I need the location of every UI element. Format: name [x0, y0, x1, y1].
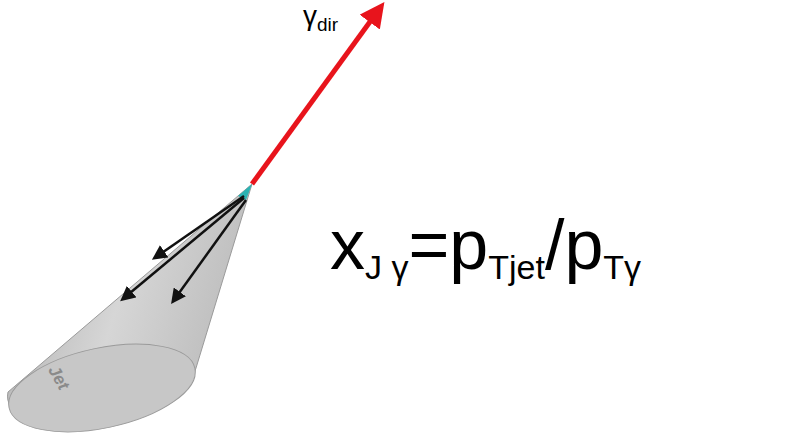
- formula-symbol: x: [330, 206, 365, 284]
- photon-subscript: dir: [317, 14, 338, 35]
- photon-arrow: [252, 8, 380, 184]
- photon-symbol: γ: [303, 0, 317, 31]
- jet-cone: Jet: [0, 170, 275, 442]
- formula: xJ γ=pTjet/pTγ: [330, 205, 641, 287]
- formula-subscript: Tγ: [603, 248, 641, 286]
- formula-symbol: /p: [545, 206, 603, 284]
- formula-symbol: =p: [408, 206, 488, 284]
- cone-outline: [0, 170, 275, 442]
- photon-label: γdir: [303, 0, 338, 36]
- formula-subscript: J γ: [365, 248, 408, 286]
- formula-subscript: Tjet: [488, 248, 545, 286]
